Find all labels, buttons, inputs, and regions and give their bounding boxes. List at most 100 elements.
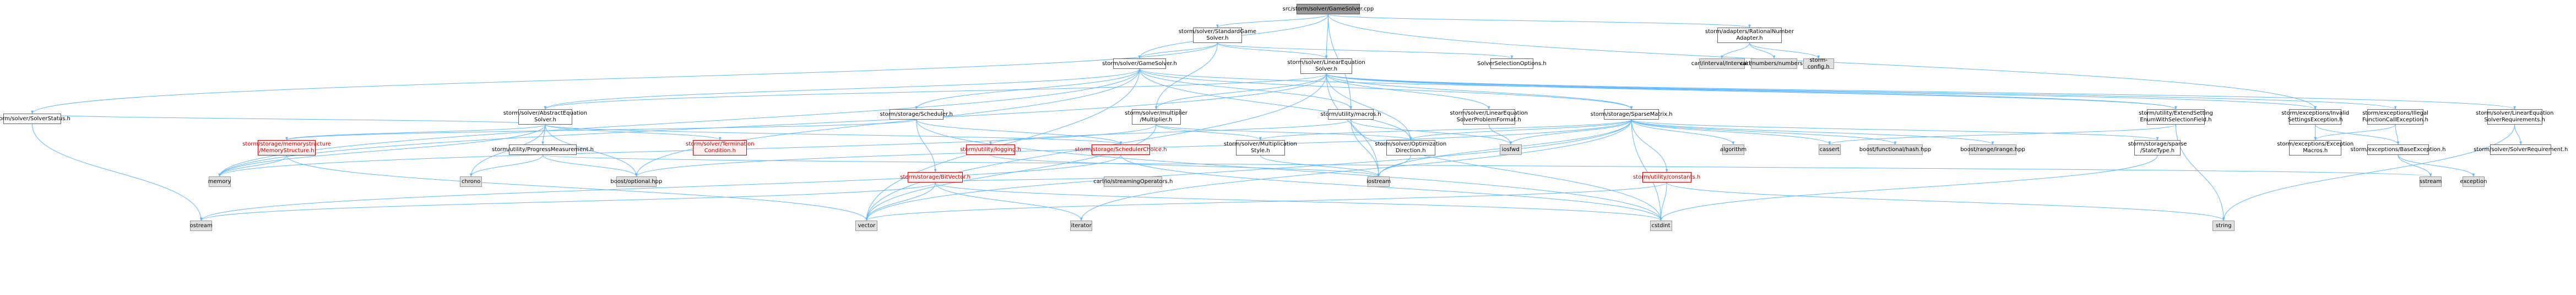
edge-bv-to-cstdint	[935, 182, 1662, 221]
edge-bv-to-ostream	[200, 182, 936, 221]
node-od[interactable]: storm/solver/Optimization Direction.h	[1375, 140, 1446, 155]
edge-macros-to-iostream	[1351, 119, 1380, 177]
node-sbe[interactable]: storm/exceptions/BaseException.h	[2351, 144, 2445, 155]
node-algo[interactable]: algorithm	[1720, 144, 1747, 155]
node-cnum[interactable]: carl/numbers/numbers.h	[1740, 58, 1808, 69]
edge-les-to-lespf	[1326, 73, 1490, 110]
node-iosfwd[interactable]: iosfwd	[1499, 144, 1522, 155]
node-rna[interactable]: storm/adapters/RationalNumber Adapter.h	[1705, 28, 1794, 43]
node-ssr[interactable]: storm/solver/SolverRequirement.h	[2474, 144, 2568, 155]
edge-sm-to-sst	[1631, 119, 2159, 141]
edge-sm-to-suc	[1631, 119, 1668, 173]
edge-gs-to-ales	[544, 68, 1140, 110]
edge-rna-to-cint	[1720, 42, 1750, 59]
node-vector[interactable]: vector	[855, 221, 878, 231]
edge-ales-to-chrono	[469, 124, 546, 177]
edge-les-to-ife	[1326, 73, 2397, 110]
node-chrono[interactable]: chrono	[460, 176, 482, 187]
node-ise[interactable]: storm/exceptions/Invalid SettingsExcepti…	[2281, 109, 2349, 125]
edge-sm-to-cstdint	[1631, 119, 1662, 221]
edge-les-to-lesr	[1326, 73, 2516, 110]
edge-les-to-esf	[1326, 73, 2177, 110]
edge-sm-to-iosfwd	[1509, 119, 1632, 145]
edge-bv-to-iterator	[935, 182, 1083, 221]
edge-gs-to-esf	[1139, 68, 2177, 110]
edge-suc-to-string	[1666, 182, 2225, 221]
edge-lesr-to-ssr	[2514, 124, 2523, 145]
edge-logg-to-iostream	[990, 154, 1380, 177]
edge-sbe-to-exc	[2398, 154, 2475, 177]
edge-ales-to-mem	[218, 124, 546, 177]
node-lespf[interactable]: storm/solver/LinearEquation SolverProble…	[1450, 109, 1528, 125]
node-lesr[interactable]: storm/solver/LinearEquation SolverRequir…	[2476, 109, 2553, 125]
edge-les-to-mult	[1154, 73, 1327, 110]
edge-sm-to-brr	[1631, 119, 1994, 145]
node-stc[interactable]: storm/solver/Termination Condition.h	[686, 140, 755, 155]
node-mst[interactable]: storm/solver/Multiplication Style.h	[1224, 140, 1297, 155]
edge-ales-to-stc	[545, 124, 722, 141]
node-sm[interactable]: storm/storage/SparseMatrix.h	[1591, 109, 1673, 120]
edge-ales-to-msms	[285, 124, 546, 141]
node-sst[interactable]: storm/storage/sparse /StateType.h	[2128, 140, 2187, 155]
node-cstdint[interactable]: cstdint	[1650, 221, 1672, 231]
edge-sgs-to-mult	[1154, 42, 1218, 110]
edge-sm-to-iterator	[1080, 119, 1632, 221]
edge-les-to-mem	[218, 73, 1327, 177]
node-iostream[interactable]: iostream	[1366, 176, 1391, 187]
node-bv[interactable]: storm/storage/BitVector.h	[900, 172, 970, 183]
node-brr[interactable]: boost/range/irange.hpp	[1960, 144, 2025, 155]
node-gs[interactable]: storm/solver/GameSolver.h	[1102, 58, 1177, 69]
node-ss[interactable]: storm/solver/SolverStatus.h	[0, 114, 70, 124]
node-mult[interactable]: storm/solver/multiplier /Multiplier.h	[1125, 109, 1187, 125]
node-ales[interactable]: storm/solver/AbstractEquation Solver.h	[503, 109, 587, 125]
edge-ales-to-bopt	[545, 124, 638, 177]
node-sexm[interactable]: storm/exceptions/Exception Macros.h	[2277, 140, 2353, 155]
node-scfg[interactable]: storm-config.h	[1803, 57, 1834, 70]
edge-mult-to-mst	[1156, 124, 1262, 141]
edge-gs-to-sch	[915, 68, 1140, 110]
node-macros[interactable]: storm/utility/macros.h	[1321, 109, 1381, 120]
node-sch[interactable]: storm/storage/Scheduler.h	[880, 109, 953, 120]
edge-sgs-to-ss	[31, 42, 1218, 114]
node-suc[interactable]: storm/utility/constants.h	[1633, 172, 1700, 183]
edge-schc-to-cstdint	[1120, 154, 1662, 221]
edge-ales-to-schc	[545, 124, 1122, 145]
edge-pm-to-bopt	[543, 154, 638, 177]
node-string[interactable]: string	[2212, 221, 2235, 231]
node-cint[interactable]: carl/interval/Interval.h	[1691, 58, 1753, 69]
node-pm[interactable]: storm/utility/ProgressMeasurement.h	[492, 144, 594, 155]
node-bopt[interactable]: boost/optional.hpp	[610, 176, 662, 187]
edge-esf-to-string	[2175, 124, 2225, 221]
edge-sm-to-algo	[1631, 119, 1735, 145]
edge-sgs-to-sso	[1217, 42, 1514, 59]
edge-suc-to-vector	[865, 182, 1667, 221]
edge-gs-to-macros	[1139, 68, 1352, 110]
edge-les-to-ise	[1326, 73, 2317, 110]
node-ife[interactable]: storm/exceptions/Illegal FunctionCallExc…	[2362, 109, 2428, 125]
node-ostream[interactable]: ostream	[190, 221, 213, 231]
edge-root-to-les	[1325, 14, 1328, 59]
node-sstream[interactable]: sstream	[2420, 176, 2442, 187]
node-exc[interactable]: exception	[2460, 176, 2487, 187]
node-root[interactable]: src/storm/solver/GameSolver.cpp	[1283, 4, 1374, 14]
edge-ise-to-sbe	[2315, 124, 2400, 145]
edge-esf-to-cassert	[1828, 124, 2176, 145]
node-iterator[interactable]: iterator	[1070, 221, 1093, 231]
edge-sch-to-schc	[916, 119, 1122, 145]
node-schc[interactable]: storm/storage/SchedulerChoice.h	[1075, 144, 1167, 155]
node-cassert[interactable]: cassert	[1818, 144, 1841, 155]
node-esf[interactable]: storm/utility/ExtendSetting EnumWithSele…	[2139, 109, 2213, 125]
edge-sst-to-cstdint	[1660, 155, 2158, 221]
node-les[interactable]: storm/solver/LinearEquation Solver.h	[1287, 58, 1365, 74]
node-bfh[interactable]: boost/functional/hash.hpp	[1859, 144, 1931, 155]
node-cnso[interactable]: carl/io/streamingOperators.h	[1093, 176, 1173, 187]
node-sso[interactable]: SolverSelectionOptions.h	[1477, 58, 1547, 69]
node-mem[interactable]: memory	[208, 176, 231, 187]
node-msms[interactable]: storm/storage/memorystructure /MemoryStr…	[242, 140, 331, 155]
edge-les-to-iostream	[1326, 73, 1380, 177]
node-sgs[interactable]: storm/solver/StandardGame Solver.h	[1179, 28, 1256, 43]
edge-msms-to-vector	[286, 155, 868, 221]
edge-sgs-to-gs	[1138, 42, 1218, 59]
edge-les-to-od	[1326, 73, 1412, 141]
node-logg[interactable]: storm/utility/logging.h	[960, 144, 1021, 155]
